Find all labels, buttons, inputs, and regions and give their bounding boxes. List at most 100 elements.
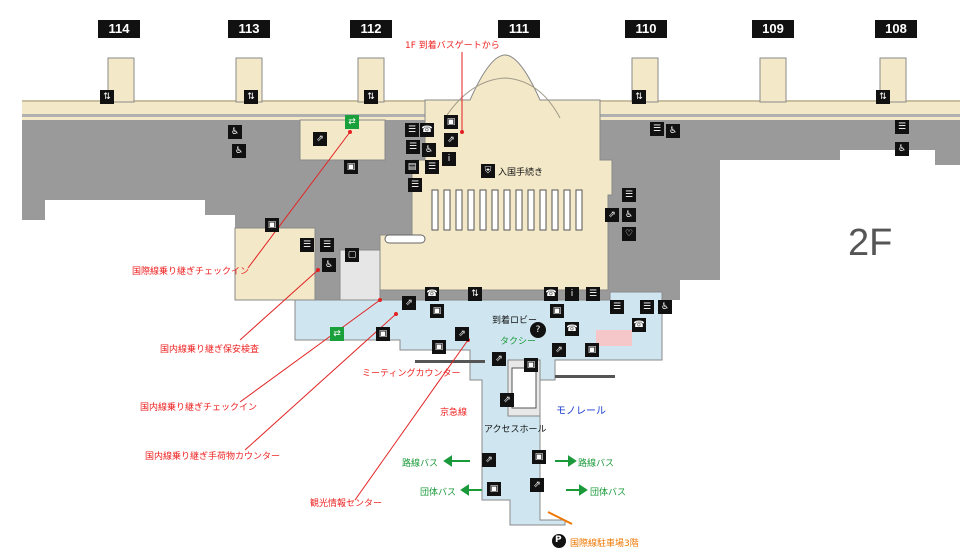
arrival-bus-gate-label: 1F 到着バスゲートから (405, 41, 500, 51)
toilet-icon: ☰ (895, 120, 909, 134)
baggage-icon: ▣ (585, 343, 599, 357)
taxi-label: タクシー (500, 337, 537, 347)
phone-icon: ☎ (632, 318, 646, 332)
escalator-icon: ⇗ (455, 327, 469, 341)
parking-arrow (547, 511, 573, 525)
phone-icon: ☎ (544, 287, 558, 301)
intl-transfer-checkin-label: 国際線乗り継ぎチェックイン (132, 267, 250, 277)
elevator-icon: ⇅ (632, 90, 646, 104)
info-icon: ? (530, 322, 546, 338)
baggage-icon: ▣ (444, 115, 458, 129)
toilet-icon: ☰ (408, 178, 422, 192)
phone-icon: ☎ (565, 322, 579, 336)
dom-transfer-security-label: 国内線乗り継ぎ保安検査 (160, 345, 260, 355)
baggage-icon: ▣ (430, 304, 444, 318)
toilet-icon: ☰ (610, 300, 624, 314)
immigration-icon: ⛨ (481, 164, 495, 178)
toilet-icon: ☰ (622, 188, 636, 202)
escalator-icon: ⇗ (402, 296, 416, 310)
escalator-icon: ⇗ (530, 478, 544, 492)
parking-circle (552, 534, 566, 548)
wheelchair-icon: ♿ (658, 300, 672, 314)
baggage-icon: ▣ (524, 358, 538, 372)
info-icon: i (565, 287, 579, 301)
baggage-icon: ▣ (532, 450, 546, 464)
elevator-icon: ⇅ (876, 90, 890, 104)
escalator-icon: ⇗ (552, 343, 566, 357)
exit-icon: ⇄ (345, 115, 359, 129)
info-icon: i (442, 152, 456, 166)
phone-icon: ☎ (425, 287, 439, 301)
baggage-icon: ▣ (344, 160, 358, 174)
immigration-hall (379, 54, 613, 291)
elevator-icon: ⇅ (364, 90, 378, 104)
escalator-icon: ⇗ (500, 393, 514, 407)
gate-114-label: 114 (98, 20, 140, 38)
toilet-icon: ☰ (586, 287, 600, 301)
walkway-monorail (555, 375, 615, 378)
meeting-counter-label: ミーティングカウンター (362, 369, 461, 379)
elevator-icon: ⇅ (244, 90, 258, 104)
baggage-icon: ▣ (376, 327, 390, 341)
dom-transfer-baggage-label: 国内線乗り継ぎ手荷物カウンター (145, 452, 281, 462)
wheelchair-icon: ♿ (232, 144, 246, 158)
escalator-icon: ⇗ (482, 453, 496, 467)
baggage-icon: ▣ (432, 340, 446, 354)
access-hall-label: アクセスホール (484, 425, 547, 435)
group-bus-left-label: 団体バス (420, 488, 457, 498)
wheelchair-icon: ♿ (422, 143, 436, 157)
keikyu-label: 京急線 (440, 408, 468, 418)
toilet-icon: ☰ (650, 122, 664, 136)
phone-icon: ☎ (420, 123, 434, 137)
route-bus-right-label: 路線バス (578, 459, 615, 469)
toilet-icon: ☰ (406, 140, 420, 154)
elevator-icon: ⇅ (100, 90, 114, 104)
arrival-lobby-label: 到着ロビー (492, 316, 538, 326)
floor-label: 2F (848, 222, 893, 264)
parking-symbol: P (555, 535, 562, 545)
toilet-icon: ☰ (320, 238, 334, 252)
immigration-booths (431, 189, 583, 231)
info-icon: ▢ (345, 248, 359, 262)
gate-112-label: 112 (350, 20, 392, 38)
immigration-label: 入国手続き (498, 168, 544, 178)
wheelchair-icon: ♿ (666, 124, 680, 138)
toilet-icon: ☰ (300, 238, 314, 252)
wheelchair-icon: ♿ (622, 208, 636, 222)
escalator-icon: ⇗ (492, 352, 506, 366)
stairs-icon: ▤ (405, 160, 419, 174)
baggage-icon: ▣ (487, 482, 501, 496)
leader-lines (239, 52, 469, 501)
finger-109 (759, 57, 787, 103)
gate-110-label: 110 (625, 20, 667, 38)
archway (444, 77, 561, 119)
gate-109-label: 109 (752, 20, 794, 38)
escalator-icon: ⇗ (605, 208, 619, 222)
group-bus-right-label: 団体バス (590, 488, 627, 498)
dom-transfer-checkin-label: 国内線乗り継ぎチェックイン (140, 403, 258, 413)
walkway-keikyu (415, 360, 485, 363)
route-bus-left-label: 路線バス (402, 459, 439, 469)
exit-icon: ⇄ (330, 327, 344, 341)
escalator-icon: ⇗ (444, 133, 458, 147)
monorail-label: モノレール (556, 406, 606, 417)
baggage-icon: ▣ (550, 304, 564, 318)
parking-label: 国際線駐車場3階 (570, 539, 639, 549)
gate-108-label: 108 (875, 20, 917, 38)
wheelchair-icon: ♿ (322, 258, 336, 272)
toilet-icon: ☰ (425, 160, 439, 174)
elevator-icon: ⇅ (468, 287, 482, 301)
gate-111-label: 111 (498, 20, 540, 38)
baggage-icon: ▣ (265, 218, 279, 232)
tourist-info-label: 観光情報センター (310, 499, 383, 509)
lobby-counter (596, 330, 632, 346)
baggage-carousel (384, 234, 426, 244)
nursing-icon: ♡ (622, 227, 636, 241)
escalator-icon: ⇗ (313, 132, 327, 146)
wheelchair-icon: ♿ (895, 142, 909, 156)
toilet-icon: ☰ (640, 300, 654, 314)
toilet-icon: ♿ (228, 125, 242, 139)
toilet-icon: ☰ (405, 123, 419, 137)
access-stairs (511, 367, 537, 409)
